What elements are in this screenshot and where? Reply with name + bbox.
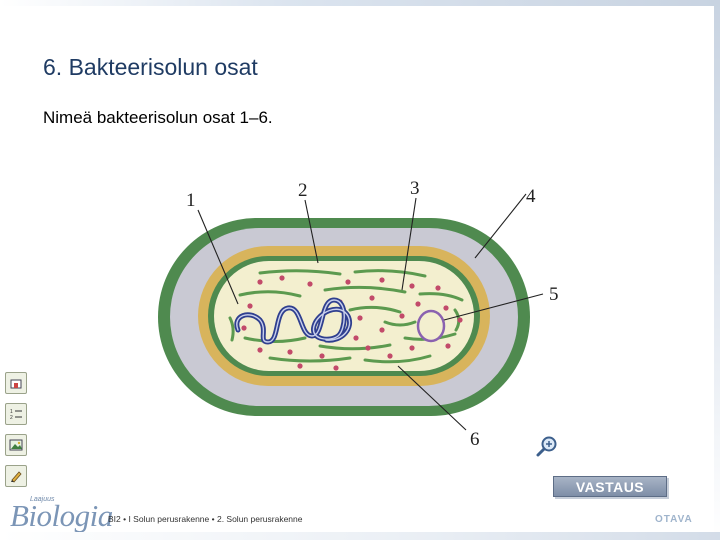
label-2: 2 bbox=[298, 180, 308, 201]
top-frame bbox=[0, 0, 720, 6]
course-path: BI2 • I Solun perusrakenne • 2. Solun pe… bbox=[108, 514, 303, 524]
zoom-button[interactable] bbox=[535, 434, 559, 463]
plasmid bbox=[416, 309, 446, 343]
footer-band bbox=[0, 532, 720, 540]
svg-text:1: 1 bbox=[10, 409, 13, 415]
svg-text:2: 2 bbox=[10, 415, 13, 421]
instruction-text: Nimeä bakteerisolun osat 1–6. bbox=[43, 108, 273, 127]
ribosomes bbox=[241, 275, 463, 371]
logo: Laajuus Biologia bbox=[10, 496, 113, 534]
right-frame bbox=[714, 0, 720, 540]
pencil-icon[interactable] bbox=[5, 465, 27, 487]
zoom-icon bbox=[536, 436, 557, 457]
bacterium-diagram: 1 2 3 4 5 6 bbox=[158, 178, 559, 450]
nucleoid-dna-inner bbox=[236, 299, 351, 343]
label-6: 6 bbox=[470, 429, 480, 450]
label-3: 3 bbox=[410, 178, 420, 199]
pointer-lines bbox=[197, 193, 544, 431]
label-1: 1 bbox=[186, 190, 196, 211]
internal-membranes bbox=[228, 269, 464, 364]
slide-title: 6. Bakteerisolun osat bbox=[43, 54, 258, 80]
logo-subtitle: Laajuus bbox=[30, 496, 55, 503]
image-icon[interactable] bbox=[5, 434, 27, 456]
label-4: 4 bbox=[526, 186, 536, 207]
answer-button[interactable]: VASTAUS bbox=[553, 476, 667, 497]
home-icon[interactable] bbox=[5, 372, 27, 394]
publisher-logo: OTAVA bbox=[655, 514, 693, 525]
label-5: 5 bbox=[549, 284, 559, 305]
logo-title: Biologia bbox=[10, 498, 113, 533]
